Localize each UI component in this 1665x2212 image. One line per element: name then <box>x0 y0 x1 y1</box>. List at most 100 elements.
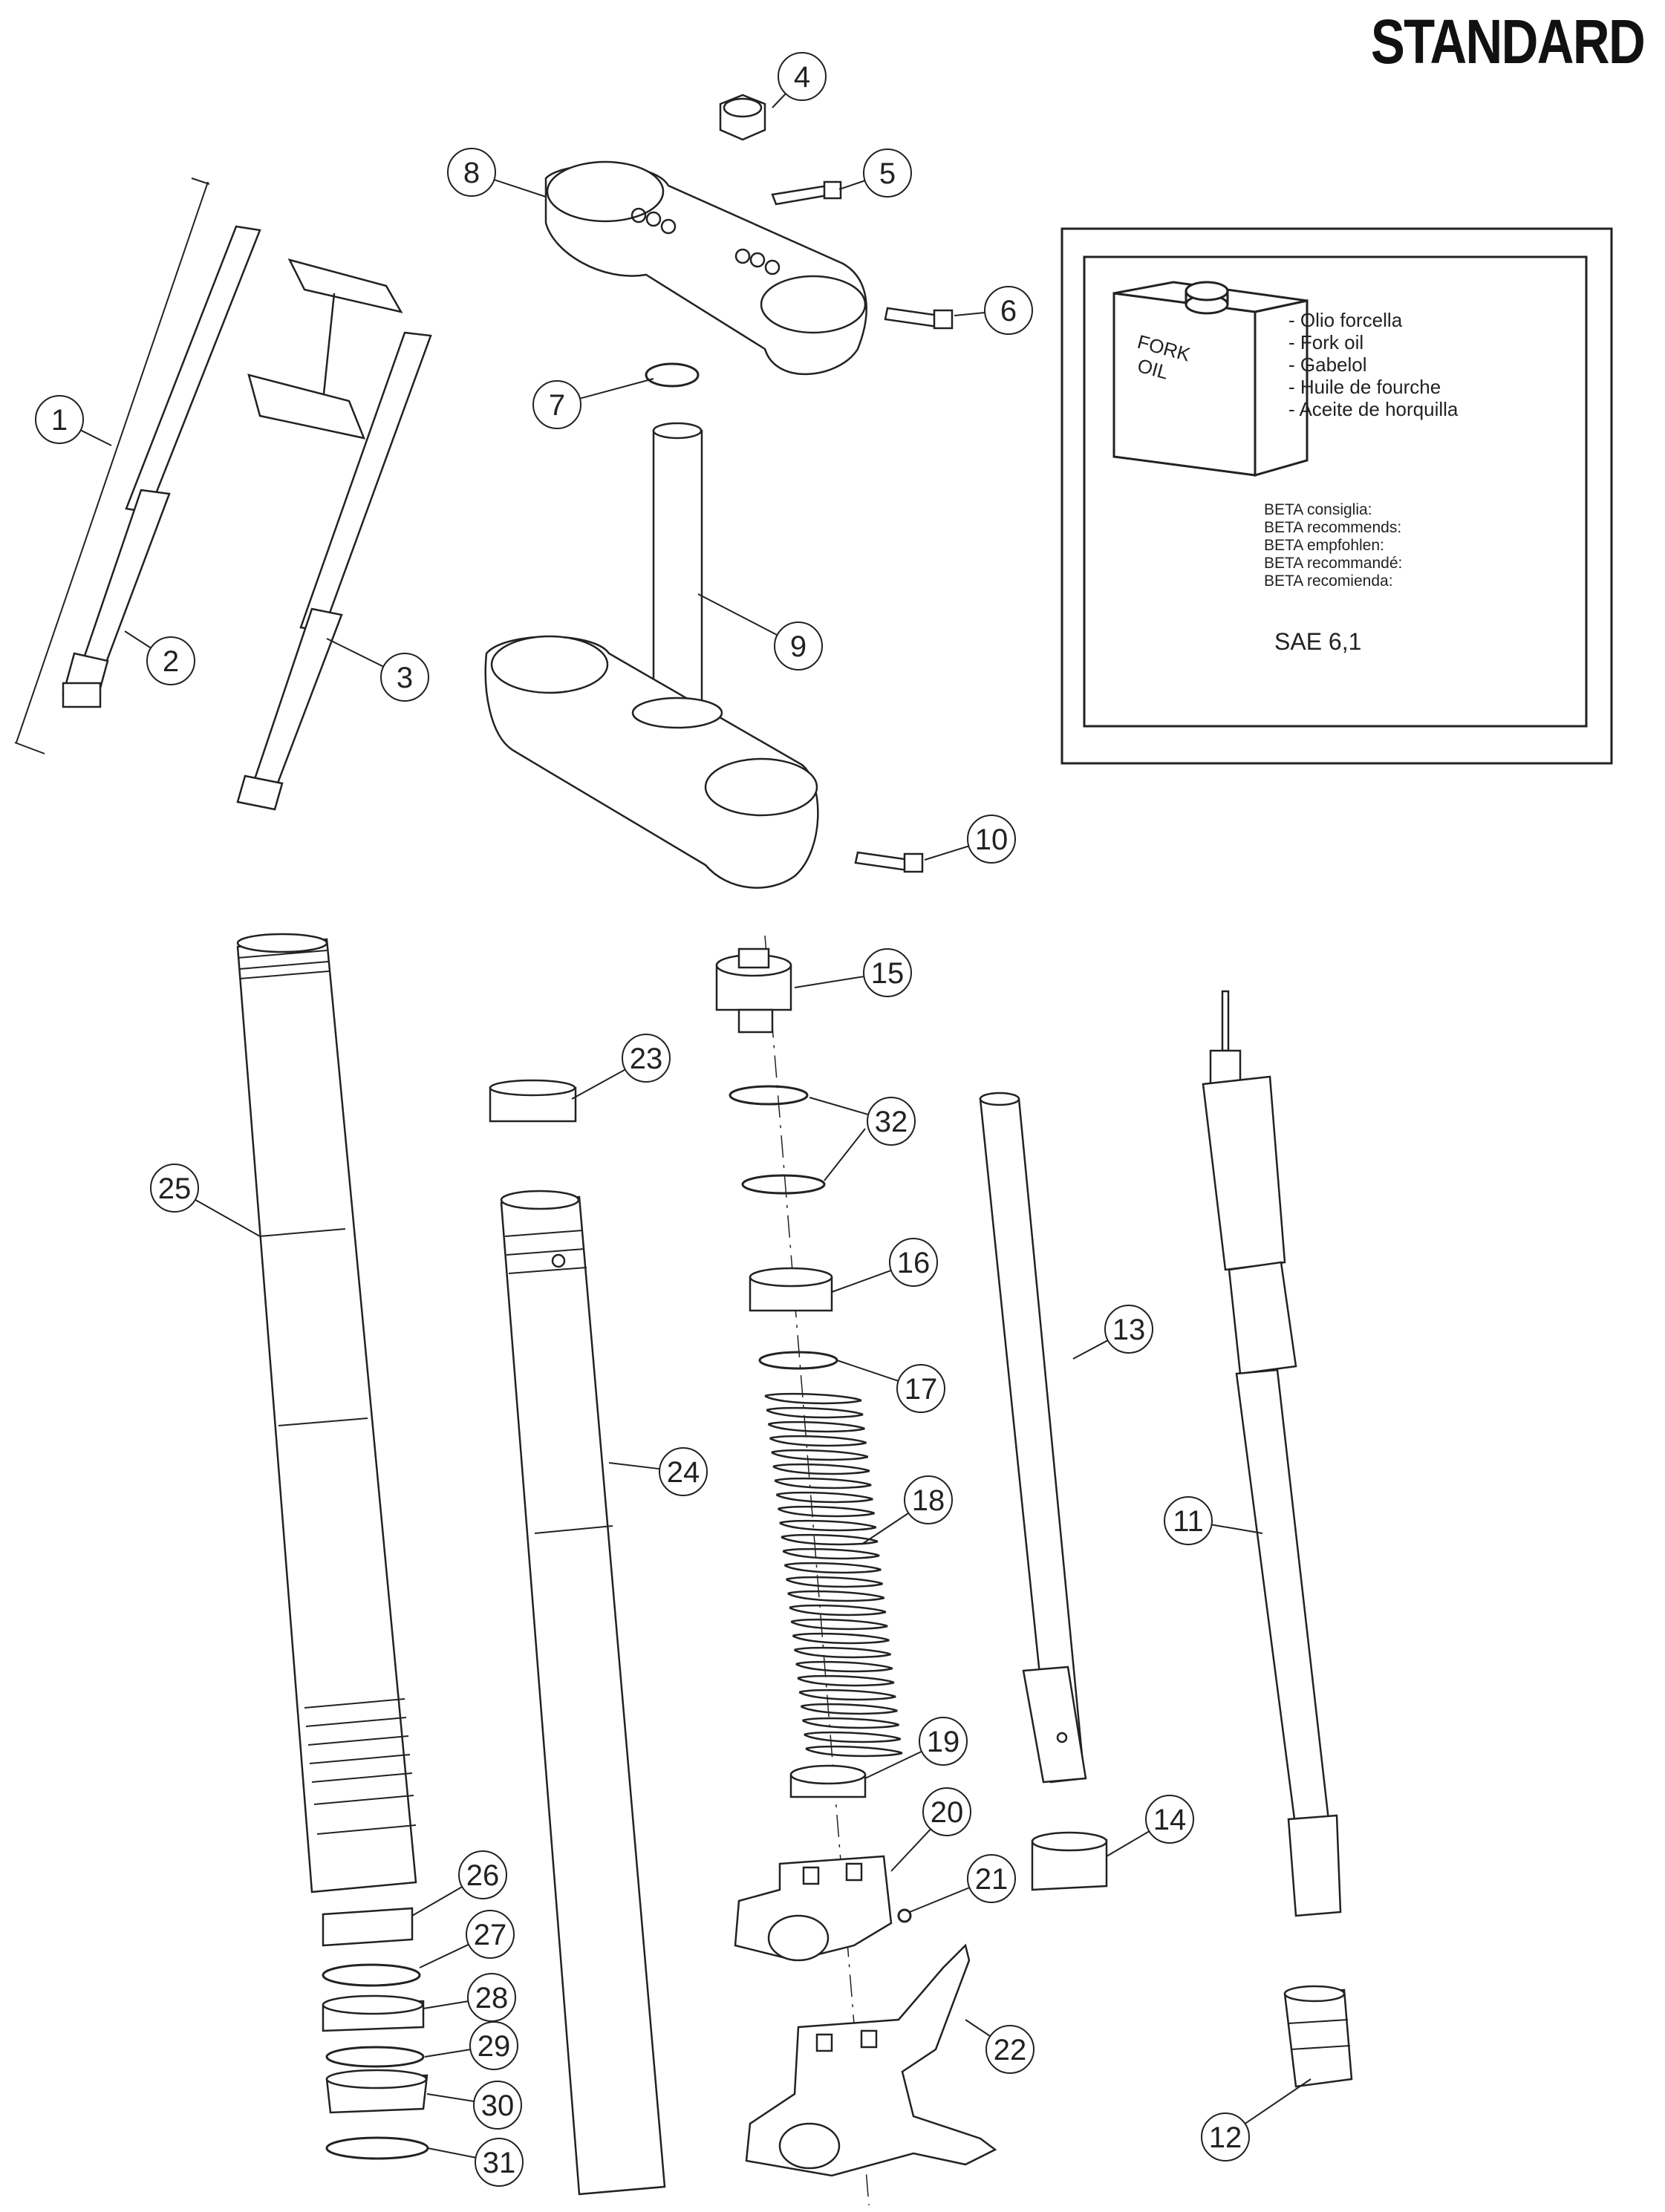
callout-circle-32 <box>867 1097 916 1146</box>
callout-number-25: 25 <box>158 1172 192 1205</box>
callout-number-19: 19 <box>927 1726 960 1758</box>
recommend-fr: BETA recommandé: <box>1264 555 1402 572</box>
callout-number-9: 9 <box>790 630 807 663</box>
callout-number-10: 10 <box>975 823 1009 856</box>
callout-number-7: 7 <box>549 389 565 422</box>
spring-preload-spacer <box>749 1267 833 1312</box>
callout-circle-18 <box>904 1475 953 1524</box>
callout-circle-29 <box>469 2021 518 2070</box>
leader-line-27 <box>419 1943 469 1968</box>
callout-number-27: 27 <box>474 1919 507 1951</box>
leader-line-29 <box>424 2049 471 2058</box>
callout-circle-3 <box>380 653 429 702</box>
callout-number-22: 22 <box>994 2034 1027 2066</box>
leader-line-12 <box>1244 2078 1312 2124</box>
callout-number-24: 24 <box>667 1456 700 1489</box>
oil-seal <box>322 1994 425 2032</box>
callout-circle-27 <box>466 1910 515 1959</box>
leader-line-8 <box>494 179 547 198</box>
leader-line-31 <box>427 2147 476 2159</box>
callout-number-6: 6 <box>1000 295 1017 327</box>
oil-name-fr: - Huile de fourche <box>1288 376 1441 398</box>
callout-number-15: 15 <box>871 957 905 990</box>
leader-line-1 <box>80 429 112 446</box>
base-valve <box>1283 1985 1353 2088</box>
callout-number-30: 30 <box>481 2089 515 2122</box>
upper-triple-clamp <box>544 160 867 375</box>
leader-line-3 <box>326 638 384 668</box>
callout-number-3: 3 <box>397 662 413 694</box>
leader-line-7 <box>579 378 654 399</box>
callout-circle-30 <box>473 2081 522 2130</box>
callout-circle-8 <box>447 148 496 197</box>
oil-name-de: - Gabelol <box>1288 353 1367 376</box>
fork-assembly-overview <box>14 177 432 811</box>
callout-number-11: 11 <box>1173 1505 1204 1538</box>
leader-line-22 <box>965 2019 991 2038</box>
outer-tube <box>236 933 417 1893</box>
spring-seat <box>789 1764 867 1798</box>
callout-circle-12 <box>1201 2113 1250 2162</box>
callout-number-16: 16 <box>897 1247 931 1279</box>
axle-foot-left <box>734 1855 893 1962</box>
callout-circle-14 <box>1145 1795 1194 1844</box>
callout-number-14: 14 <box>1153 1804 1187 1836</box>
leader-line-26 <box>411 1886 463 1916</box>
oil-grade: SAE 6,1 <box>1274 628 1361 655</box>
leader-line-4 <box>772 93 786 108</box>
callout-number-8: 8 <box>463 157 480 189</box>
oil-name-it: - Olio forcella <box>1288 309 1403 331</box>
callout-circle-19 <box>919 1717 968 1766</box>
leader-line-16 <box>831 1269 892 1293</box>
callout-circle-10 <box>967 815 1016 864</box>
callout-circle-25 <box>150 1164 199 1213</box>
callout-number-17: 17 <box>905 1373 938 1406</box>
callout-number-31: 31 <box>483 2147 516 2179</box>
callout-circle-11 <box>1164 1496 1213 1545</box>
leader-line-13 <box>1072 1340 1109 1360</box>
callout-number-18: 18 <box>912 1484 945 1517</box>
callout-circle-9 <box>774 621 823 671</box>
leader-line-21 <box>909 1887 970 1913</box>
callout-number-26: 26 <box>466 1859 500 1892</box>
callout-number-23: 23 <box>630 1043 663 1075</box>
callout-number-20: 20 <box>931 1796 964 1829</box>
fork-cap <box>715 947 792 1034</box>
callout-circle-4 <box>778 52 827 101</box>
leader-line-25 <box>195 1198 261 1237</box>
callout-circle-2 <box>146 636 195 685</box>
base-valve-ring <box>1031 1831 1108 1891</box>
lower-clamp-bolt <box>854 851 924 873</box>
damper-rod-assembly <box>1202 990 1342 1917</box>
leader-line-32-b <box>824 1128 866 1181</box>
callout-circle-1 <box>35 395 84 444</box>
callout-number-29: 29 <box>478 2030 511 2063</box>
leader-line-2 <box>124 630 151 649</box>
leader-line-15 <box>794 976 864 988</box>
callout-circle-17 <box>896 1364 945 1413</box>
leader-line-20 <box>890 1828 931 1872</box>
retaining-ring <box>325 2136 429 2160</box>
callout-number-1: 1 <box>51 404 68 437</box>
leader-line-32 <box>809 1097 869 1116</box>
callout-circle-28 <box>467 1973 516 2022</box>
callout-circle-6 <box>984 286 1033 335</box>
fork-spring <box>764 1392 903 1758</box>
seal-clip <box>325 2046 425 2068</box>
callout-circle-20 <box>922 1787 971 1836</box>
guide-bushing-upper <box>489 1079 577 1123</box>
o-ring <box>645 362 700 388</box>
leader-line-5 <box>838 180 866 190</box>
callout-circle-15 <box>863 948 912 997</box>
callout-number-21: 21 <box>975 1863 1009 1896</box>
callout-circle-7 <box>532 380 581 429</box>
leader-line-18 <box>861 1512 909 1545</box>
steering-nut <box>719 94 766 141</box>
leader-line-6 <box>954 312 985 316</box>
clamp-bolt-upper <box>771 180 842 206</box>
callout-circle-31 <box>475 2138 524 2187</box>
leader-line-23 <box>571 1069 626 1100</box>
leader-line-9 <box>697 593 778 636</box>
callout-number-4: 4 <box>794 61 810 94</box>
recommend-it: BETA consiglia: <box>1264 501 1372 518</box>
